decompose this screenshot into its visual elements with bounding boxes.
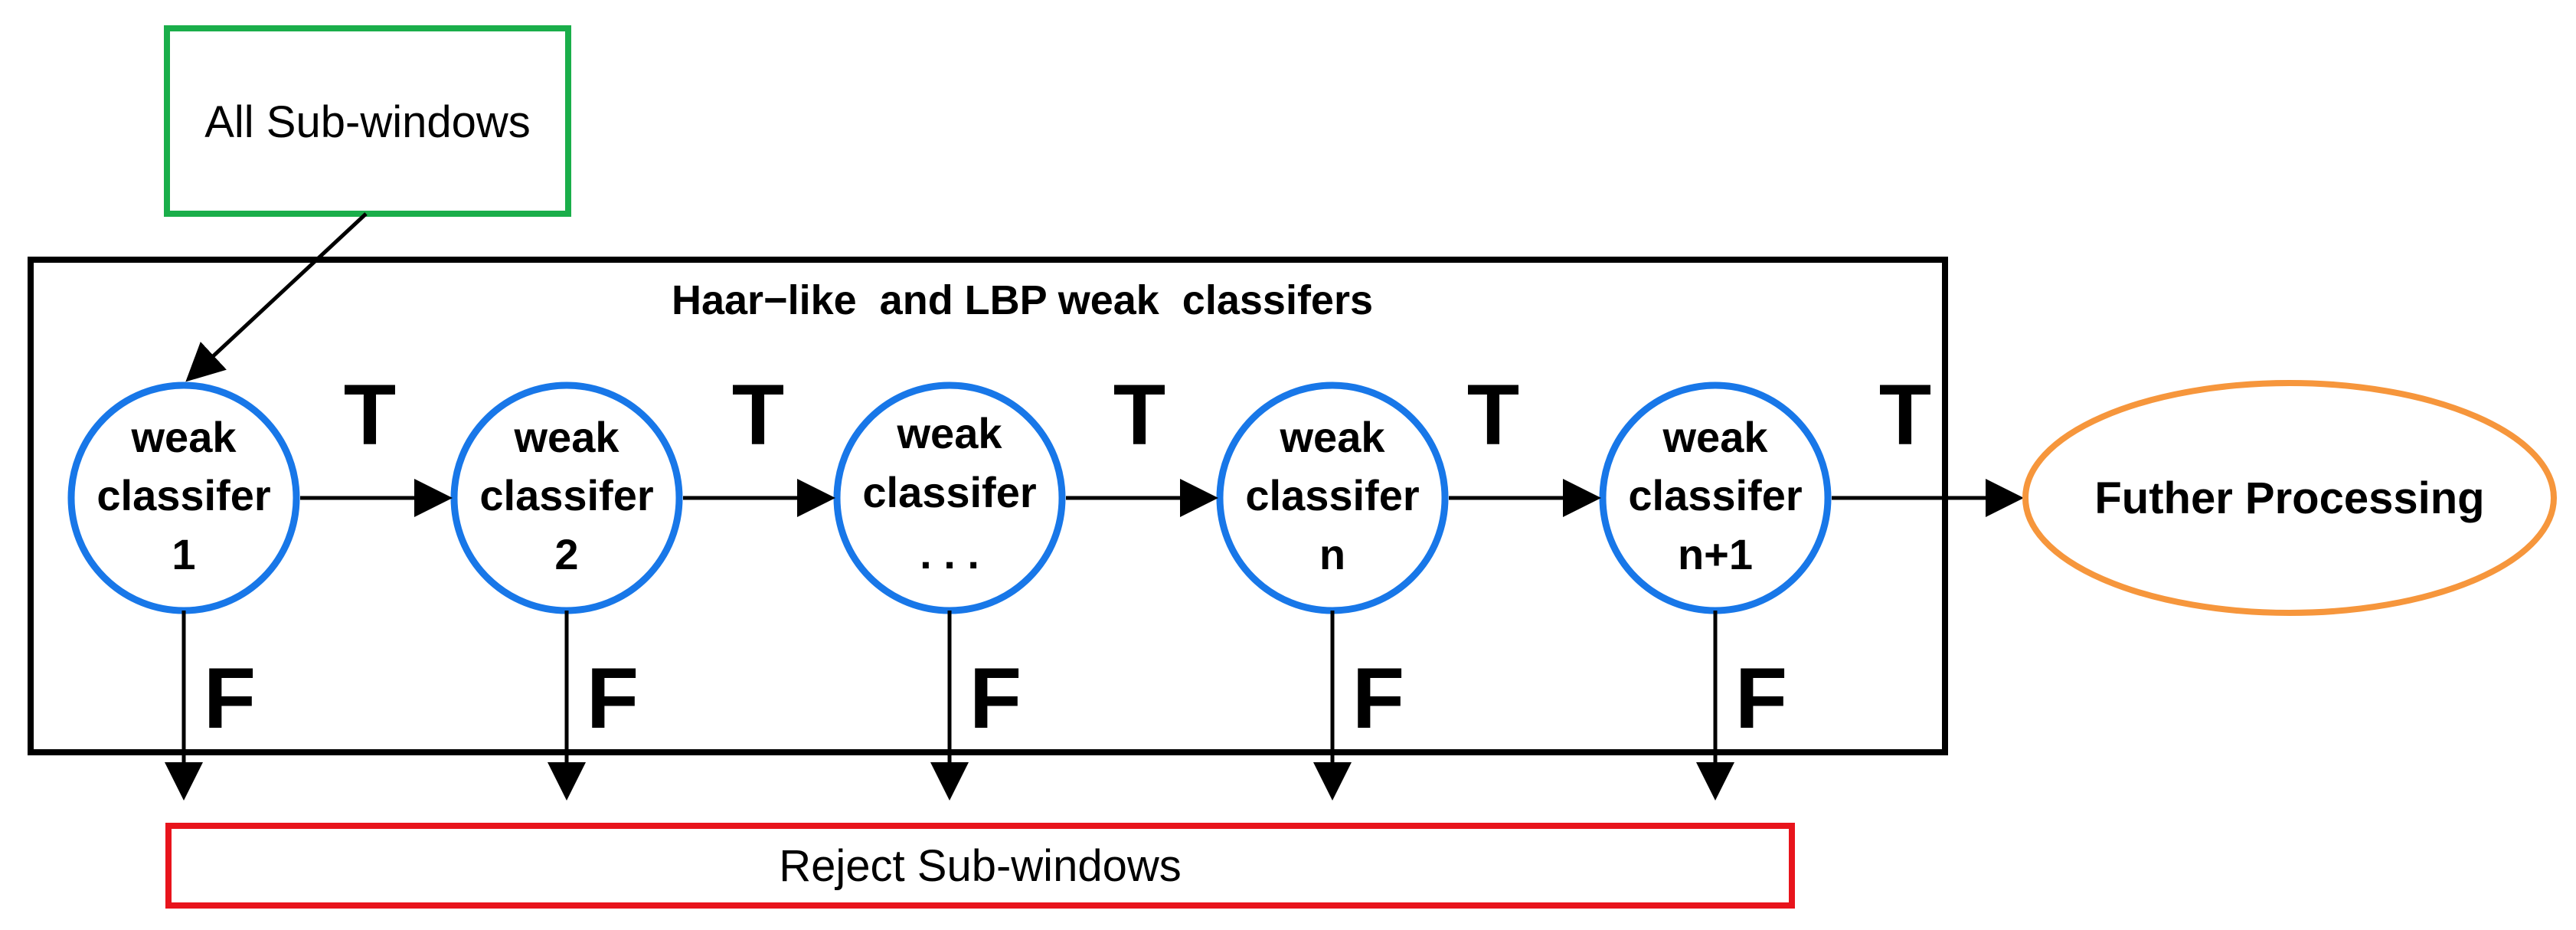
node-1-line2: classifer <box>96 471 270 519</box>
node-5-line1: weak <box>1662 413 1769 461</box>
entry-arrow <box>185 212 368 382</box>
true-label-1: T <box>344 367 396 463</box>
node-1-line3: 1 <box>172 530 195 578</box>
node-1: weak classifer 1 <box>67 381 300 614</box>
node-2-line2: classifer <box>479 471 653 519</box>
node-5-line3: n+1 <box>1678 530 1753 578</box>
reject-subwindows-label: Reject Sub-windows <box>779 841 1181 891</box>
node-1-line1: weak <box>131 413 237 461</box>
false-label-3: F <box>969 650 1022 746</box>
true-label-5: T <box>1879 367 1931 463</box>
node-2-line1: weak <box>514 413 620 461</box>
node-4-line2: classifer <box>1245 471 1419 519</box>
all-subwindows-label: All Sub-windows <box>204 97 531 147</box>
node-2-line3: 2 <box>554 530 578 578</box>
further-processing-ellipse <box>2022 380 2557 616</box>
node-4-line3: n <box>1319 530 1345 578</box>
reject-subwindows-box <box>165 823 1795 909</box>
false-label-4: F <box>1352 650 1404 746</box>
node-2: weak classifer 2 <box>450 381 683 614</box>
true-label-4: T <box>1467 367 1519 463</box>
true-label-2: T <box>732 367 784 463</box>
false-label-5: F <box>1735 650 1787 746</box>
weak-classifier-frame <box>28 257 1948 755</box>
further-processing-label: Futher Processing <box>2094 473 2484 523</box>
node-3-line3: . . . <box>920 529 979 578</box>
node-4-line1: weak <box>1280 413 1386 461</box>
false-label-2: F <box>587 650 639 746</box>
false-label-1: F <box>204 650 256 746</box>
node-3-line2: classifer <box>862 468 1036 516</box>
frame-title: Haar−like and LBP weak classifers <box>672 277 1373 323</box>
all-subwindows-box <box>164 25 571 217</box>
true-label-3: T <box>1113 367 1165 463</box>
node-5: weak classifer n+1 <box>1599 381 1832 614</box>
node-5-line2: classifer <box>1628 471 1802 519</box>
node-3-line1: weak <box>897 409 1003 457</box>
node-3: weak classifer . . . <box>833 381 1066 614</box>
node-4: weak classifer n <box>1216 381 1449 614</box>
